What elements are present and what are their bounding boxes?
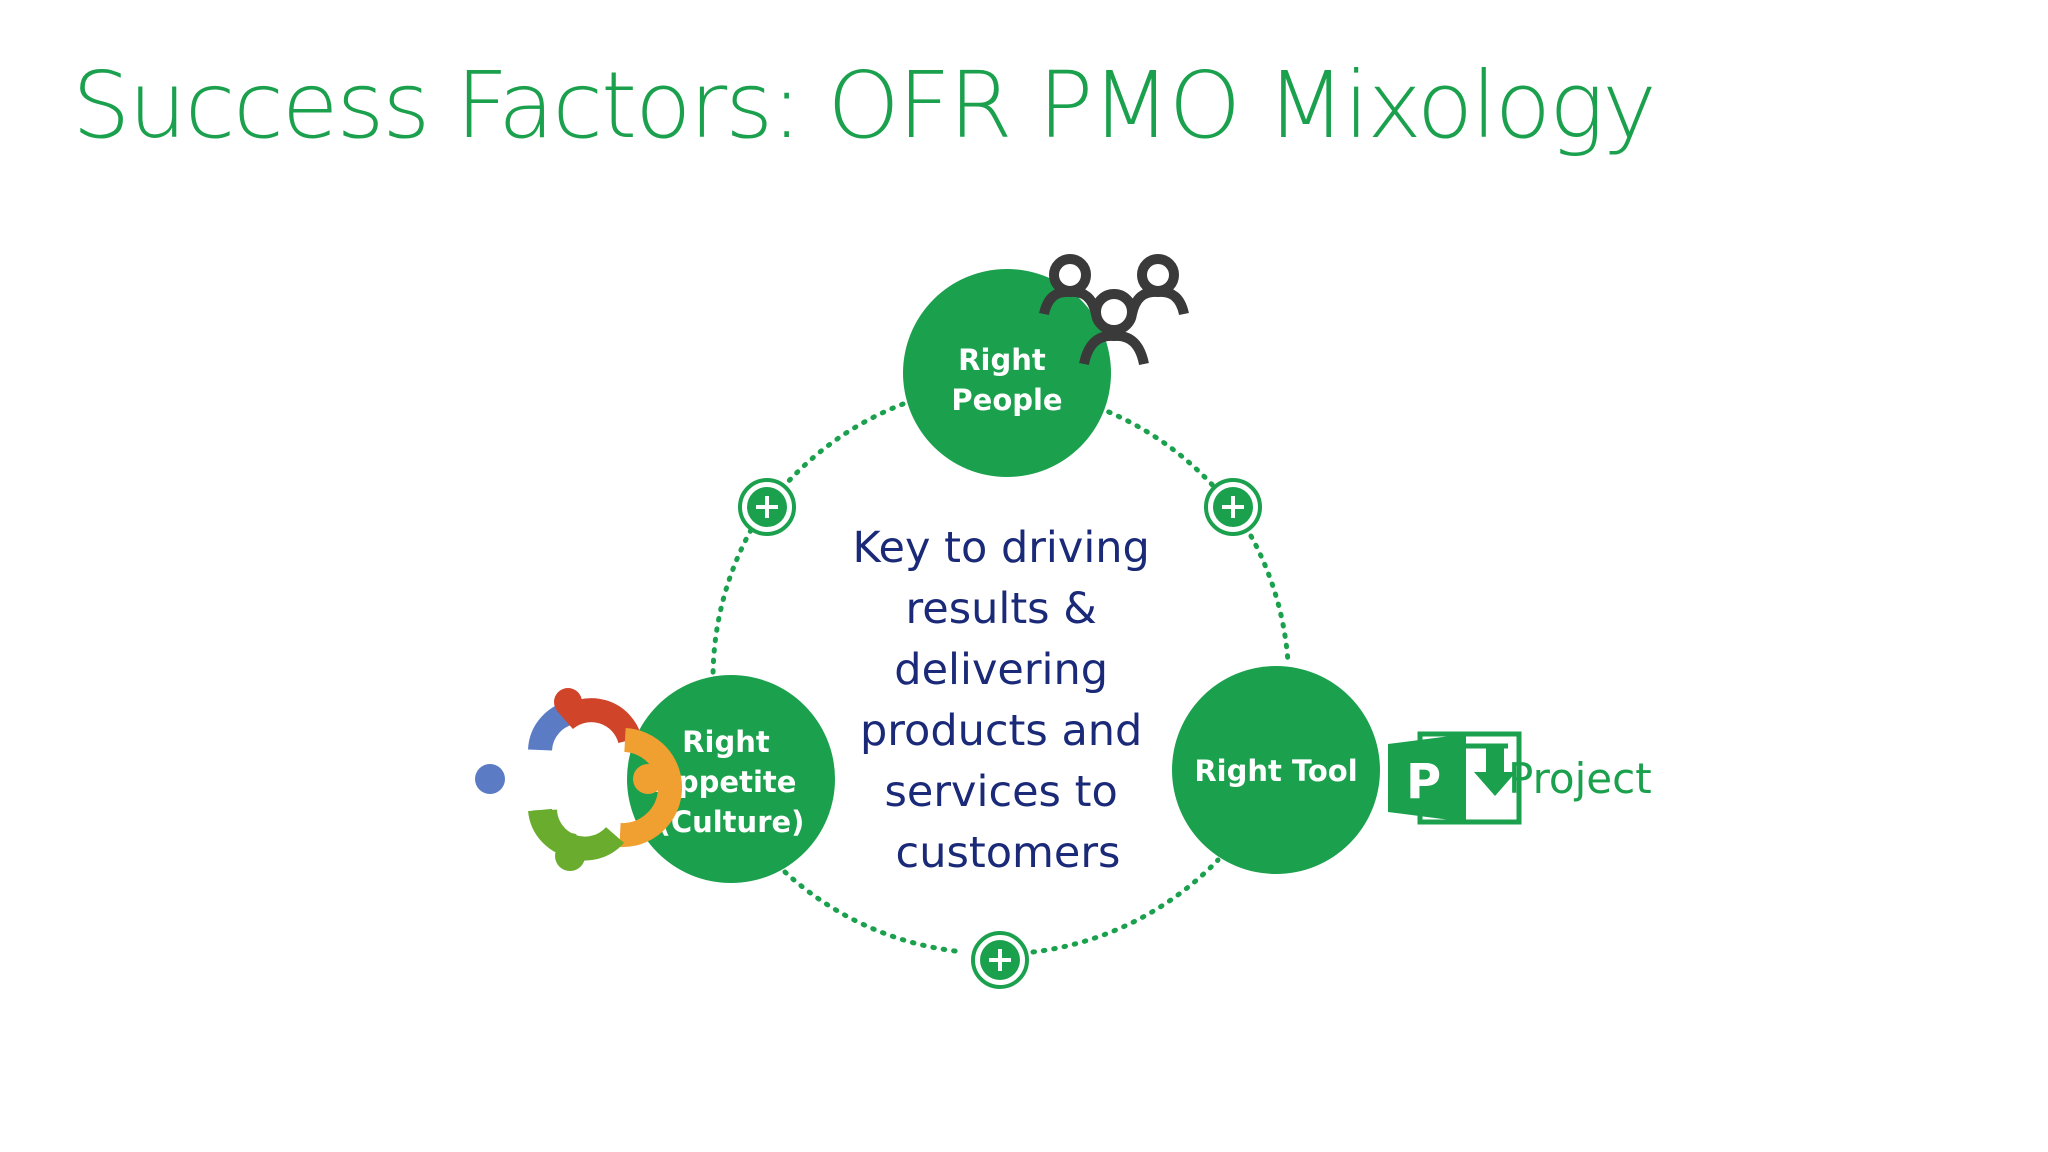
slide-title: Success Factors: OFR PMO Mixology bbox=[72, 52, 1657, 159]
teamwork-circle-icon bbox=[475, 688, 683, 871]
ring-segment-bottom-tool bbox=[1030, 857, 1221, 955]
center-text-line: Key to driving bbox=[853, 523, 1150, 573]
plus-icon bbox=[1222, 496, 1244, 518]
node-label-line: Right bbox=[958, 343, 1046, 377]
plus-connector-right bbox=[1204, 478, 1262, 536]
plus-connector-bottom bbox=[971, 931, 1029, 989]
plus-connector-left bbox=[738, 478, 796, 536]
node-right-tool-label: Right Tool bbox=[1194, 754, 1357, 788]
plus-icon bbox=[989, 949, 1011, 971]
ring-segment-appetite-bottom bbox=[782, 869, 967, 955]
project-logo-label: Project bbox=[1508, 754, 1652, 803]
node-label-line: Right bbox=[682, 725, 770, 759]
ring-segment-people-tool bbox=[1096, 405, 1226, 500]
microsoft-project-icon: P bbox=[1388, 731, 1522, 825]
microsoft-project-logo: P Project bbox=[1388, 731, 1652, 825]
ring-segment-tool-connector bbox=[1248, 533, 1291, 665]
people-group-icon bbox=[1039, 254, 1189, 366]
project-logo-letter: P bbox=[1406, 754, 1441, 810]
plus-icon bbox=[756, 496, 778, 518]
dotted-ring bbox=[710, 401, 1291, 955]
ring-segment-people-appetite bbox=[783, 401, 906, 487]
node-label-line: Right Tool bbox=[1194, 754, 1357, 788]
center-text-line: results & bbox=[906, 584, 1097, 634]
node-right-appetite-label: Right Appetite (Culture) bbox=[655, 725, 806, 839]
node-right-people: Right People bbox=[903, 269, 1111, 477]
node-right-people-label: Right People bbox=[951, 343, 1062, 417]
ring-segment-appetite-connector bbox=[710, 527, 754, 683]
node-label-line: People bbox=[951, 383, 1062, 417]
center-text-line: services to bbox=[885, 767, 1118, 817]
node-label-line: (Culture) bbox=[658, 805, 805, 839]
center-text-line: delivering bbox=[894, 645, 1108, 695]
center-text: Key to driving results & delivering prod… bbox=[853, 523, 1164, 878]
center-text-line: customers bbox=[896, 828, 1121, 878]
center-text-line: products and bbox=[860, 706, 1142, 756]
node-right-appetite: Right Appetite (Culture) bbox=[627, 675, 835, 883]
node-right-tool: Right Tool bbox=[1172, 666, 1380, 874]
